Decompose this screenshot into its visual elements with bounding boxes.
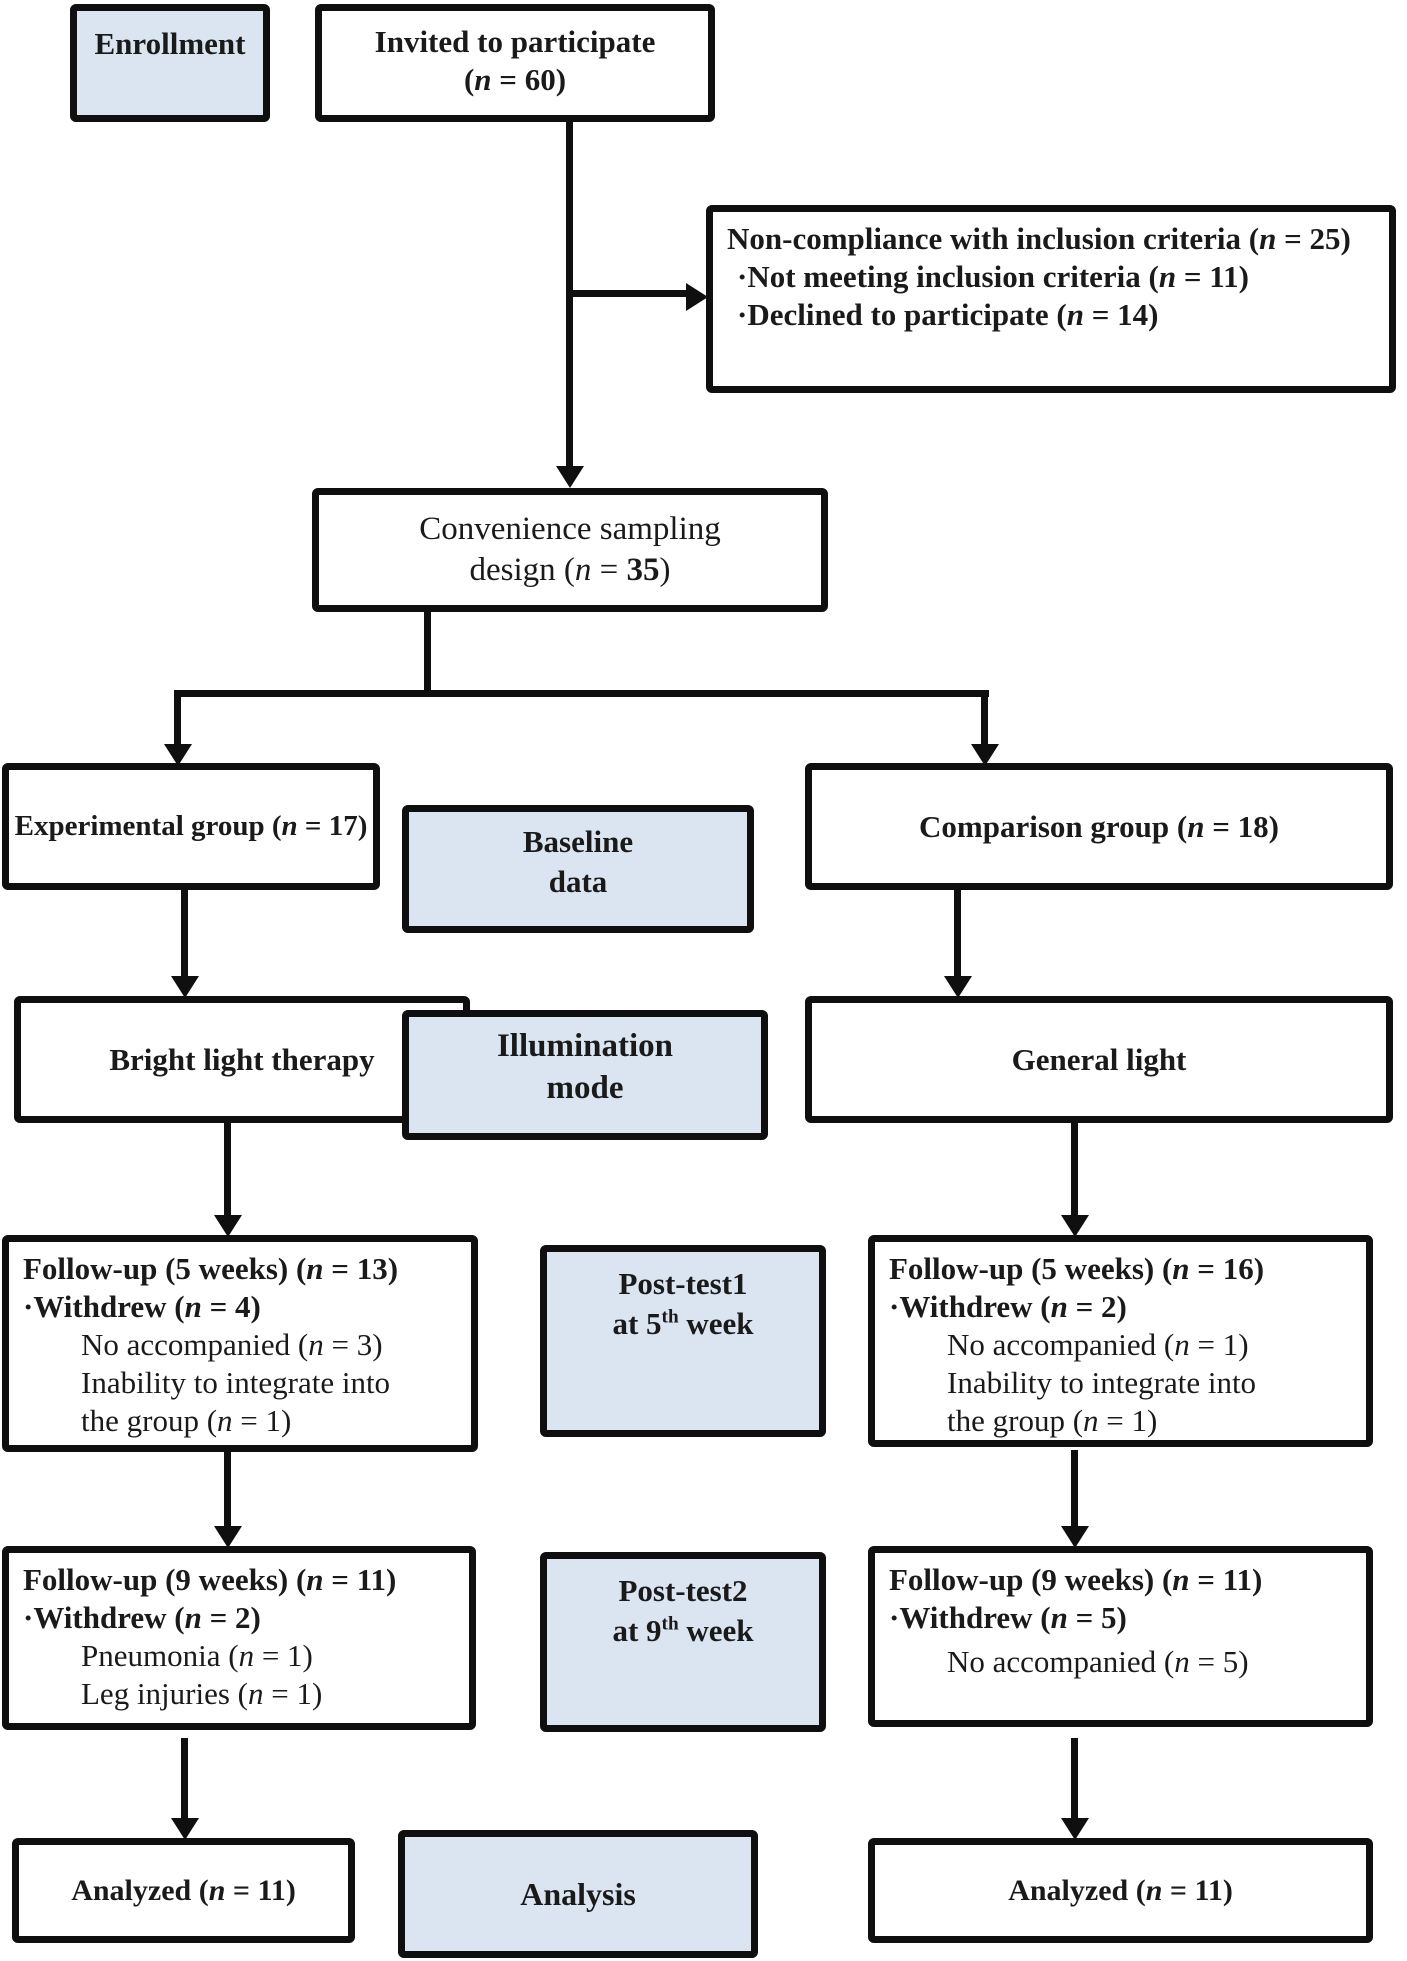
noncompliance-reason: ·Declined to participate (n = 14) bbox=[737, 297, 1159, 332]
connector-bright-to-followup5 bbox=[224, 1121, 231, 1219]
followup5-comp-reason: Inability to integrate into bbox=[947, 1365, 1257, 1400]
followup9-comp-withdrew: ·Withdrew (n = 5) bbox=[889, 1600, 1127, 1635]
bright-light-therapy-box: Bright light therapy bbox=[14, 996, 470, 1123]
general-light-box: General light bbox=[805, 996, 1393, 1123]
followup5-experimental-box: Follow-up (5 weeks) (n = 13) ·Withdrew (… bbox=[2, 1235, 478, 1452]
arrowhead-into-followup5-right bbox=[1061, 1215, 1089, 1237]
followup9-exp-reason: Pneumonia (n = 1) bbox=[81, 1638, 313, 1673]
invited-n: (n = 60) bbox=[463, 62, 567, 97]
followup5-comp-title: Follow-up (5 weeks) (n = 16) bbox=[889, 1251, 1265, 1286]
followup9-comparison-box: Follow-up (9 weeks) (n = 11) ·Withdrew (… bbox=[868, 1546, 1373, 1727]
connector-drop-right bbox=[981, 690, 988, 746]
followup9-comp-reason: No accompanied (n = 5) bbox=[947, 1644, 1249, 1679]
illumination-line2: mode bbox=[546, 1070, 624, 1106]
arrowhead-into-followup9-left bbox=[214, 1526, 242, 1548]
posttest2-label-box: Post-test2 at 9th week bbox=[540, 1552, 826, 1732]
connector-followup9-to-analyzed-right bbox=[1071, 1738, 1078, 1822]
arrowhead-into-analyzed-left bbox=[171, 1818, 199, 1840]
followup5-exp-title: Follow-up (5 weeks) (n = 13) bbox=[23, 1251, 399, 1286]
followup5-comp-reason: No accompanied (n = 1) bbox=[947, 1327, 1249, 1362]
followup9-comp-title: Follow-up (9 weeks) (n = 11) bbox=[889, 1562, 1263, 1597]
posttest1-label-box: Post-test1 at 5th week bbox=[540, 1245, 826, 1437]
followup9-exp-title: Follow-up (9 weeks) (n = 11) bbox=[23, 1562, 397, 1597]
noncompliance-reason: ·Not meeting inclusion criteria (n = 11) bbox=[737, 259, 1249, 294]
followup9-exp-withdrew: ·Withdrew (n = 2) bbox=[23, 1600, 261, 1635]
followup5-exp-withdrew: ·Withdrew (n = 4) bbox=[23, 1289, 261, 1324]
enrollment-stage-box: Enrollment bbox=[70, 4, 270, 122]
invited-box: Invited to participate (n = 60) bbox=[315, 4, 715, 122]
connector-branch-noncompliance bbox=[570, 290, 688, 297]
analysis-label: Analysis bbox=[520, 1875, 636, 1912]
comparison-title: Comparison group (n = 18) bbox=[919, 808, 1279, 844]
connector-invited-to-convenience bbox=[566, 122, 573, 468]
analysis-label-box: Analysis bbox=[398, 1830, 758, 1958]
arrowhead-into-followup5-left bbox=[214, 1215, 242, 1237]
noncompliance-box: Non-compliance with inclusion criteria (… bbox=[706, 205, 1396, 393]
general-title: General light bbox=[1011, 1041, 1187, 1077]
convenience-line1: Convenience sampling bbox=[419, 511, 721, 547]
analyzed-experimental-box: Analyzed (n = 11) bbox=[12, 1838, 355, 1943]
invited-title: Invited to participate bbox=[374, 24, 656, 59]
bright-title: Bright light therapy bbox=[109, 1041, 375, 1077]
baseline-data-label-box: Baseline data bbox=[402, 805, 754, 933]
followup5-comp-reason: the group (n = 1) bbox=[947, 1403, 1158, 1438]
baseline-line2: data bbox=[548, 864, 608, 899]
analyzed-comparison-box: Analyzed (n = 11) bbox=[868, 1838, 1373, 1943]
connector-experimental-to-bright bbox=[181, 888, 188, 980]
posttest2-line2: at 9th week bbox=[612, 1613, 754, 1648]
connector-drop-left bbox=[174, 690, 181, 746]
convenience-line2: design (n = 35) bbox=[469, 552, 671, 588]
connector-followup9-to-analyzed-left bbox=[181, 1738, 188, 1822]
baseline-line1: Baseline bbox=[522, 824, 634, 859]
arrowhead-into-followup9-right bbox=[1061, 1526, 1089, 1548]
followup9-experimental-box: Follow-up (9 weeks) (n = 11) ·Withdrew (… bbox=[2, 1546, 476, 1730]
arrowhead-into-convenience bbox=[556, 466, 584, 488]
enrollment-label: Enrollment bbox=[94, 26, 246, 61]
posttest1-line2: at 5th week bbox=[612, 1306, 754, 1341]
illumination-line1: Illumination bbox=[496, 1028, 674, 1064]
followup5-comp-withdrew: ·Withdrew (n = 2) bbox=[889, 1289, 1127, 1324]
arrowhead-into-noncompliance bbox=[686, 283, 708, 311]
connector-comparison-to-general bbox=[954, 888, 961, 980]
posttest2-line1: Post-test2 bbox=[618, 1573, 748, 1608]
analyzed-comp-title: Analyzed (n = 11) bbox=[1008, 1873, 1233, 1907]
analyzed-exp-title: Analyzed (n = 11) bbox=[71, 1873, 296, 1907]
arrowhead-into-comparison bbox=[971, 744, 999, 766]
convenience-sampling-box: Convenience sampling design (n = 35) bbox=[312, 488, 828, 612]
illumination-mode-label-box: Illumination mode bbox=[402, 1010, 768, 1140]
arrowhead-into-experimental bbox=[164, 744, 192, 766]
followup5-comparison-box: Follow-up (5 weeks) (n = 16) ·Withdrew (… bbox=[868, 1235, 1373, 1447]
followup9-exp-reason: Leg injuries (n = 1) bbox=[81, 1676, 323, 1711]
experimental-group-box: Experimental group (n = 17) bbox=[2, 763, 380, 890]
followup5-exp-reason: the group (n = 1) bbox=[81, 1403, 292, 1438]
connector-followup5-to-followup9-left bbox=[224, 1450, 231, 1528]
comparison-group-box: Comparison group (n = 18) bbox=[805, 763, 1393, 890]
connector-general-to-followup5 bbox=[1071, 1121, 1078, 1219]
noncompliance-title: Non-compliance with inclusion criteria (… bbox=[727, 221, 1351, 256]
followup5-exp-reason: No accompanied (n = 3) bbox=[81, 1327, 383, 1362]
arrowhead-into-general bbox=[944, 976, 972, 998]
connector-split-line bbox=[174, 690, 989, 697]
arrowhead-into-bright bbox=[171, 976, 199, 998]
posttest1-line1: Post-test1 bbox=[618, 1266, 748, 1301]
connector-convenience-stem bbox=[424, 610, 431, 694]
connector-followup5-to-followup9-right bbox=[1071, 1450, 1078, 1528]
experimental-title: Experimental group (n = 17) bbox=[14, 810, 368, 842]
arrowhead-into-analyzed-right bbox=[1061, 1818, 1089, 1840]
followup5-exp-reason: Inability to integrate into bbox=[81, 1365, 391, 1400]
